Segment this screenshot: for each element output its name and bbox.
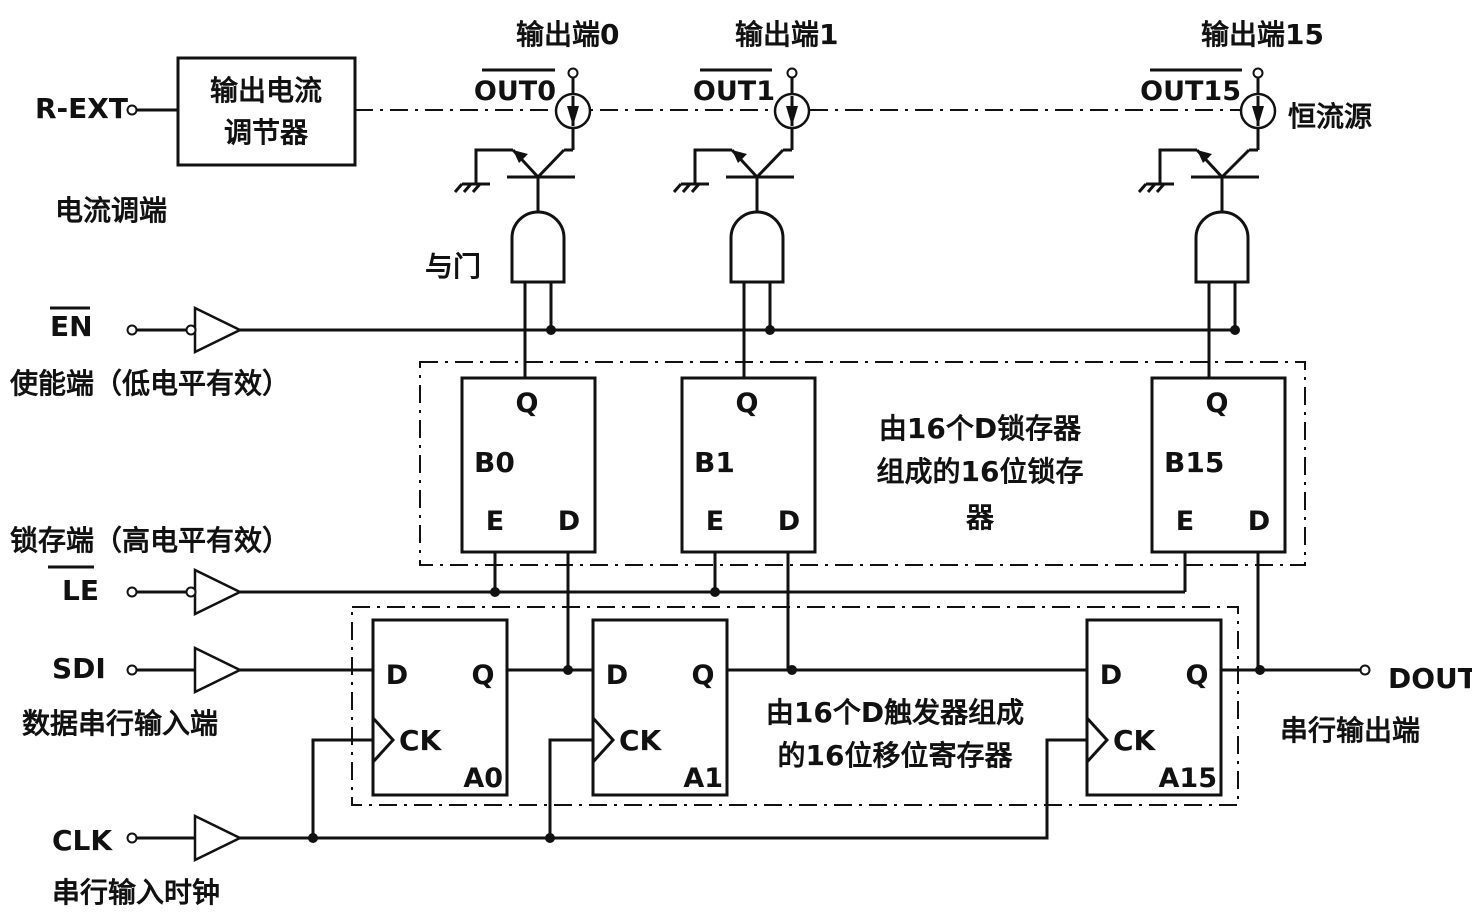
- latch-d-pin: D: [778, 506, 800, 537]
- inversion-bubble-icon: [187, 326, 196, 335]
- flipflop-ck-pin: CK: [619, 724, 663, 757]
- terminal-circle-icon: [569, 69, 578, 78]
- junction-dot: [710, 587, 720, 597]
- output-pin-label-2: OUT15: [1140, 76, 1241, 107]
- flipflop-ck-pin: CK: [1113, 724, 1157, 757]
- flipflop-q-pin: Q: [1186, 660, 1209, 691]
- collector-line: [538, 150, 564, 177]
- junction-dot: [563, 665, 573, 675]
- latch-q-pin: Q: [1206, 388, 1229, 419]
- emitter-ground-wire: [476, 150, 513, 184]
- junction-dot: [787, 665, 797, 675]
- clock-to-a1: [550, 740, 593, 838]
- clock-pin-label: CLK: [52, 824, 113, 857]
- terminal-circle-icon: [128, 106, 137, 115]
- flipflop-q-pin: Q: [692, 660, 715, 691]
- flipflop-q-pin: Q: [472, 660, 495, 691]
- shift-group-text-2: 的16位移位寄存器: [778, 739, 1014, 772]
- inversion-bubble-icon: [187, 588, 196, 597]
- terminal-circle-icon: [128, 666, 137, 675]
- latch-d-pin: D: [1248, 506, 1270, 537]
- collector-line: [757, 150, 783, 177]
- terminal-circle-icon: [788, 69, 797, 78]
- serial-out-caption: 串行输出端: [1280, 714, 1420, 747]
- latch-enable-pin-label: LE: [62, 574, 99, 607]
- junction-dot: [308, 833, 318, 843]
- r-ext-label: R-EXT: [35, 92, 128, 125]
- and-gate-icon: [512, 212, 564, 282]
- enable-pin-label: EN: [50, 310, 93, 343]
- current-adjust-caption: 电流调端: [55, 194, 167, 227]
- output-pin-label-0: OUT0: [474, 76, 556, 107]
- latch-e-pin: E: [1176, 506, 1194, 537]
- regulator-text-1: 输出电流: [210, 74, 322, 107]
- regulator-text-2: 调节器: [224, 116, 309, 149]
- emitter-arrow-icon: [732, 150, 747, 163]
- clock-buffer-icon: [195, 816, 240, 860]
- emitter-ground-wire: [695, 150, 732, 184]
- and-gate-icon: [1196, 212, 1248, 282]
- terminal-circle-icon: [128, 588, 137, 597]
- flipflop-d-pin: D: [606, 660, 628, 691]
- flipflop-d-pin: D: [386, 660, 408, 691]
- terminal-circle-icon: [1254, 69, 1263, 78]
- flipflop-name: A1: [683, 763, 723, 794]
- serial-in-pin-label: SDI: [52, 652, 106, 685]
- clock-caption: 串行输入时钟: [52, 876, 220, 909]
- latch-e-pin: E: [706, 506, 724, 537]
- ground-hatch: [455, 184, 462, 192]
- terminal-circle-icon: [1361, 666, 1370, 675]
- emitter-arrow-icon: [1197, 150, 1212, 163]
- latch-q-pin: Q: [736, 388, 759, 419]
- ground-hatch: [674, 184, 681, 192]
- enable-caption: 使能端（低电平有效）: [9, 367, 290, 400]
- terminal-circle-icon: [128, 326, 137, 335]
- clock-input-triangle-icon: [593, 718, 613, 762]
- junction-dot: [1255, 665, 1265, 675]
- output-title-1: 输出端1: [735, 18, 838, 51]
- junction-dot: [490, 587, 500, 597]
- junction-dot: [545, 833, 555, 843]
- and-gate-icon: [731, 212, 783, 282]
- output-title-0: 输出端0: [516, 18, 619, 51]
- serial-in-buffer-icon: [195, 648, 240, 692]
- ground-hatch: [1139, 184, 1146, 192]
- flipflop-ck-pin: CK: [399, 724, 443, 757]
- enable-buffer-icon: [195, 308, 240, 352]
- output-pin-label-1: OUT1: [693, 76, 775, 107]
- collector-line: [1222, 150, 1249, 177]
- flipflop-name: A15: [1159, 763, 1217, 794]
- clock-to-a0: [313, 740, 373, 838]
- latch-group-text-1: 由16个D锁存器: [879, 412, 1082, 445]
- serial-in-caption: 数据串行输入端: [22, 707, 218, 740]
- shift-group-text-1: 由16个D触发器组成: [766, 696, 1024, 729]
- latch-group-text-3: 器: [965, 501, 995, 534]
- latch-e-pin: E: [486, 506, 504, 537]
- latch-name: B15: [1164, 446, 1224, 479]
- output-title-2: 输出端15: [1201, 18, 1324, 51]
- flipflop-d-pin: D: [1100, 660, 1122, 691]
- latch-enable-caption: 锁存端（高电平有效）: [10, 524, 290, 557]
- terminal-circle-icon: [128, 834, 137, 843]
- emitter-ground-wire: [1160, 150, 1197, 184]
- and-gate-label: 与门: [425, 250, 481, 283]
- clock-input-triangle-icon: [373, 718, 393, 762]
- clock-input-triangle-icon: [1087, 718, 1107, 762]
- latch-d-pin: D: [558, 506, 580, 537]
- latch-q-pin: Q: [516, 388, 539, 419]
- latch-enable-buffer-icon: [195, 570, 240, 614]
- latch-name: B0: [474, 446, 515, 479]
- serial-out-pin-label: DOUT: [1388, 662, 1472, 695]
- constant-current-source-label: 恒流源: [1288, 100, 1372, 133]
- emitter-arrow-icon: [513, 150, 528, 163]
- latch-group-text-2: 组成的16位锁存: [877, 455, 1084, 488]
- flipflop-name: A0: [463, 763, 503, 794]
- latch-name: B1: [694, 446, 735, 479]
